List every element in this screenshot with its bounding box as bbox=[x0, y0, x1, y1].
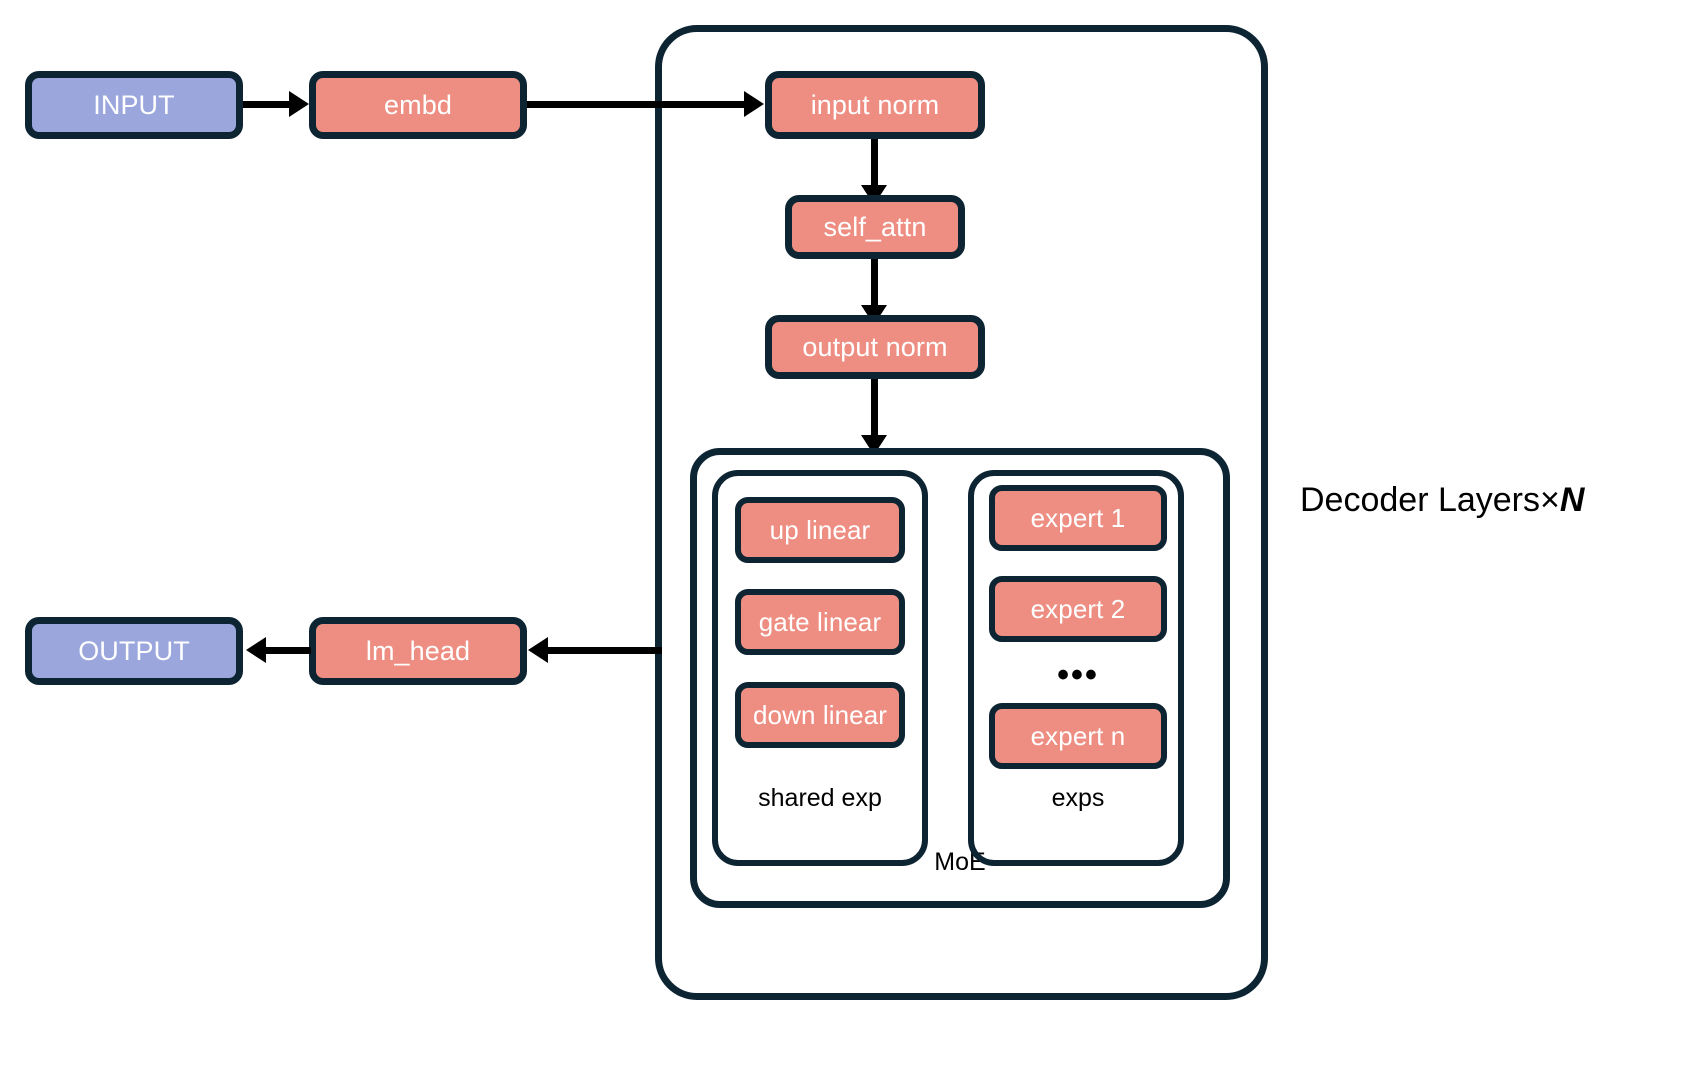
experts-container bbox=[968, 470, 1184, 866]
experts-label: exps bbox=[1051, 784, 1105, 812]
edge-self-attn-to-output-norm bbox=[871, 259, 878, 306]
decoder-layers-label: Decoder Layers×N bbox=[1300, 483, 1584, 517]
self-attn-node[interactable]: self_attn bbox=[785, 195, 965, 259]
decoder-layers-container bbox=[655, 25, 1268, 1000]
decoder-layers-title: Decoder Layers× bbox=[1300, 481, 1560, 519]
expert-1-node[interactable]: expert 1 bbox=[989, 485, 1167, 551]
edge-decoder-to-lm-head bbox=[548, 647, 662, 654]
shared-expert-label: shared exp bbox=[758, 784, 882, 812]
edge-lm-head-to-output bbox=[266, 647, 311, 654]
gate-linear-node[interactable]: gate linear bbox=[735, 589, 905, 655]
output-norm-node[interactable]: output norm bbox=[765, 315, 985, 379]
expert-2-node[interactable]: expert 2 bbox=[989, 576, 1167, 642]
arrowhead-decoder-to-lm-head bbox=[528, 637, 548, 663]
up-linear-node[interactable]: up linear bbox=[735, 497, 905, 563]
experts-ellipsis: ••• bbox=[1057, 656, 1099, 694]
output-node[interactable]: OUTPUT bbox=[25, 617, 243, 685]
moe-container bbox=[690, 448, 1230, 908]
shared-expert-container bbox=[712, 470, 928, 866]
arrowhead-embd-to-input-norm bbox=[744, 91, 764, 117]
edge-input-to-embd bbox=[243, 101, 290, 108]
decoder-layers-count: N bbox=[1559, 481, 1585, 519]
arrowhead-lm-head-to-output bbox=[246, 637, 266, 663]
input-norm-node[interactable]: input norm bbox=[765, 71, 985, 139]
edge-input-norm-to-self-attn bbox=[871, 139, 878, 186]
edge-embd-to-input-norm bbox=[527, 101, 745, 108]
lm-head-node[interactable]: lm_head bbox=[309, 617, 527, 685]
expert-n-node[interactable]: expert n bbox=[989, 703, 1167, 769]
embd-node[interactable]: embd bbox=[309, 71, 527, 139]
arrowhead-input-to-embd bbox=[289, 91, 309, 117]
edge-output-norm-to-moe bbox=[871, 379, 878, 436]
down-linear-node[interactable]: down linear bbox=[735, 682, 905, 748]
input-node[interactable]: INPUT bbox=[25, 71, 243, 139]
